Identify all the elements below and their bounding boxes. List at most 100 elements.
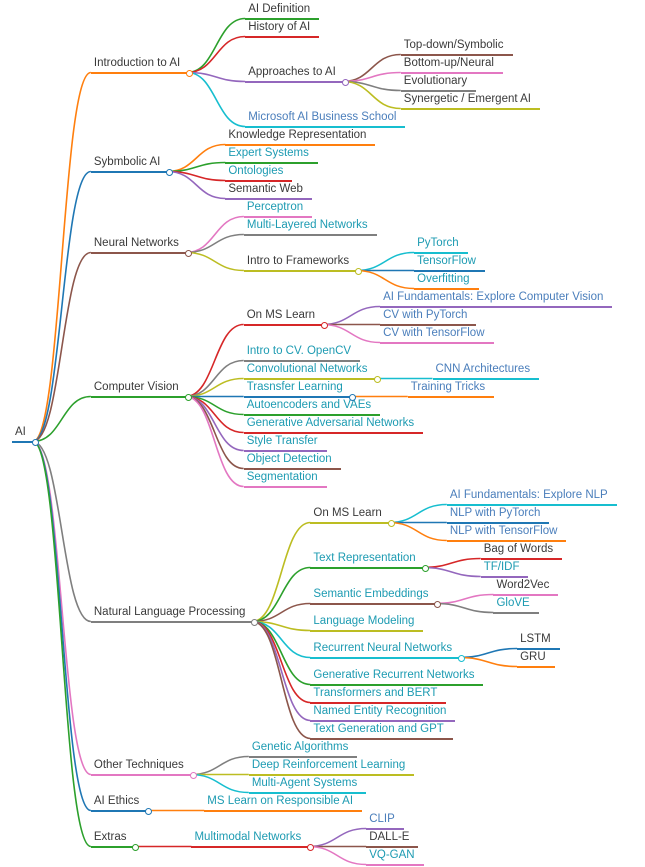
toggle-circle-icon[interactable] xyxy=(348,393,356,401)
node-perceptron[interactable]: Perceptron xyxy=(243,200,313,218)
node-link-text[interactable]: Multi-Agent Systems xyxy=(251,776,358,789)
node-training-tricks[interactable]: Training Tricks xyxy=(407,380,495,398)
node-link-text[interactable]: PyTorch xyxy=(417,236,459,249)
node-link-text[interactable]: MS Learn on Responsible AI xyxy=(207,794,354,807)
node-pytorch[interactable]: PyTorch xyxy=(414,236,468,254)
node-multi-layered-networks[interactable]: Multi-Layered Networks xyxy=(243,218,377,236)
node-link-text[interactable]: Convolutional Networks xyxy=(246,362,368,375)
node-link-text[interactable]: Perceptron xyxy=(246,200,304,213)
toggle-circle-icon[interactable] xyxy=(145,807,153,815)
node-link-text[interactable]: Genetic Algorithms xyxy=(251,740,349,753)
node-trasnsfer-learning[interactable]: Trasnsfer Learning xyxy=(243,380,356,401)
node-link-text[interactable]: CNN Architectures xyxy=(435,362,531,375)
node-cnn-architectures[interactable]: CNN Architectures xyxy=(432,362,540,380)
node-link-text[interactable]: VQ-GAN xyxy=(369,848,415,861)
node-link-text[interactable]: Multimodal Networks xyxy=(194,830,302,843)
node-link-text[interactable]: Expert Systems xyxy=(228,146,309,159)
toggle-circle-icon[interactable] xyxy=(373,375,381,383)
node-link-text[interactable]: Microsoft AI Business School xyxy=(248,110,397,123)
node-clip[interactable]: CLIP xyxy=(366,812,404,830)
node-link-text[interactable]: Style Transfer xyxy=(246,434,318,447)
node-semantic-embeddings[interactable]: Semantic Embeddings xyxy=(310,587,442,608)
toggle-circle-icon[interactable] xyxy=(307,843,315,851)
node-generative-adversarial-networks[interactable]: Generative Adversarial Networks xyxy=(243,416,424,434)
node-link-text[interactable]: Intro to CV. OpenCV xyxy=(246,344,352,357)
node-link-text[interactable]: TF/IDF xyxy=(483,560,520,573)
node-vq-gan[interactable]: VQ-GAN xyxy=(366,848,424,866)
node-ai-fundamentals-explore-computer-vision[interactable]: AI Fundamentals: Explore Computer Vision xyxy=(380,290,613,308)
toggle-circle-icon[interactable] xyxy=(132,843,140,851)
toggle-circle-icon[interactable] xyxy=(186,69,194,77)
node-text-generation-and-gpt[interactable]: Text Generation and GPT xyxy=(310,722,453,740)
node-cv-with-pytorch[interactable]: CV with PyTorch xyxy=(380,308,477,326)
node-link-text[interactable]: Ontologies xyxy=(228,164,284,177)
node-generative-recurrent-networks[interactable]: Generative Recurrent Networks xyxy=(310,668,484,686)
node-convolutional-networks[interactable]: Convolutional Networks xyxy=(243,362,381,383)
node-transformers-and-bert[interactable]: Transformers and BERT xyxy=(310,686,447,704)
toggle-circle-icon[interactable] xyxy=(184,393,192,401)
node-link-text[interactable]: GloVE xyxy=(496,596,530,609)
node-tensorflow[interactable]: TensorFlow xyxy=(414,254,485,272)
toggle-circle-icon[interactable] xyxy=(458,654,466,662)
node-tf-idf[interactable]: TF/IDF xyxy=(480,560,529,578)
node-glove[interactable]: GloVE xyxy=(493,596,539,614)
toggle-circle-icon[interactable] xyxy=(355,267,363,275)
node-nlp-with-tensorflow[interactable]: NLP with TensorFlow xyxy=(446,524,567,542)
node-ai-fundamentals-explore-nlp[interactable]: AI Fundamentals: Explore NLP xyxy=(446,488,617,506)
node-link-text[interactable]: Text Representation xyxy=(313,551,416,564)
node-multimodal-networks[interactable]: Multimodal Networks xyxy=(191,830,315,851)
node-link-text[interactable]: Trasnsfer Learning xyxy=(246,380,343,393)
node-segmentation[interactable]: Segmentation xyxy=(243,470,327,488)
toggle-circle-icon[interactable] xyxy=(189,771,197,779)
node-object-detection[interactable]: Object Detection xyxy=(243,452,341,470)
toggle-circle-icon[interactable] xyxy=(184,249,192,257)
node-link-text[interactable]: Text Generation and GPT xyxy=(313,722,444,735)
node-intro-to-cv-opencv[interactable]: Intro to CV. OpenCV xyxy=(243,344,361,362)
node-link-text[interactable]: Deep Reinforcement Learning xyxy=(251,758,406,771)
node-autoencoders-and-vaes[interactable]: Autoencoders and VAEs xyxy=(243,398,381,416)
toggle-circle-icon[interactable] xyxy=(387,519,395,527)
node-link-text[interactable]: AI Fundamentals: Explore NLP xyxy=(449,488,608,501)
node-expert-systems[interactable]: Expert Systems xyxy=(225,146,318,164)
node-link-text[interactable]: AI Fundamentals: Explore Computer Vision xyxy=(383,290,604,303)
node-link-text[interactable]: TensorFlow xyxy=(417,254,476,267)
node-link-text[interactable]: Object Detection xyxy=(246,452,332,465)
node-link-text[interactable]: NLP with PyTorch xyxy=(449,506,541,519)
node-link-text[interactable]: Language Modeling xyxy=(313,614,415,627)
node-named-entity-recognition[interactable]: Named Entity Recognition xyxy=(310,704,456,722)
node-link-text[interactable]: Generative Adversarial Networks xyxy=(246,416,415,429)
node-ontologies[interactable]: Ontologies xyxy=(225,164,293,182)
node-cv-with-tensorflow[interactable]: CV with TensorFlow xyxy=(380,326,494,344)
node-link-text[interactable]: NLP with TensorFlow xyxy=(449,524,558,537)
toggle-circle-icon[interactable] xyxy=(251,618,259,626)
node-text-representation[interactable]: Text Representation xyxy=(310,551,429,572)
node-link-text[interactable]: Transformers and BERT xyxy=(313,686,438,699)
toggle-circle-icon[interactable] xyxy=(434,600,442,608)
node-language-modeling[interactable]: Language Modeling xyxy=(310,614,424,632)
node-nlp-with-pytorch[interactable]: NLP with PyTorch xyxy=(446,506,550,524)
toggle-circle-icon[interactable] xyxy=(341,78,349,86)
node-link-text[interactable]: CV with PyTorch xyxy=(383,308,468,321)
node-link-text[interactable]: Multi-Layered Networks xyxy=(246,218,368,231)
node-link-text[interactable]: Training Tricks xyxy=(410,380,486,393)
node-overfitting[interactable]: Overfitting xyxy=(414,272,479,290)
node-link-text[interactable]: CLIP xyxy=(369,812,395,825)
node-recurrent-neural-networks[interactable]: Recurrent Neural Networks xyxy=(310,641,466,662)
node-link-text[interactable]: Generative Recurrent Networks xyxy=(313,668,475,681)
node-link-text[interactable]: CV with TensorFlow xyxy=(383,326,485,339)
node-style-transfer[interactable]: Style Transfer xyxy=(243,434,327,452)
toggle-circle-icon[interactable] xyxy=(321,321,329,329)
node-link-text[interactable]: Overfitting xyxy=(417,272,470,285)
toggle-circle-icon[interactable] xyxy=(166,168,174,176)
node-genetic-algorithms[interactable]: Genetic Algorithms xyxy=(248,740,358,758)
node-deep-reinforcement-learning[interactable]: Deep Reinforcement Learning xyxy=(248,758,415,776)
node-microsoft-ai-business-school[interactable]: Microsoft AI Business School xyxy=(245,110,406,128)
toggle-circle-icon[interactable] xyxy=(31,438,39,446)
node-multi-agent-systems[interactable]: Multi-Agent Systems xyxy=(248,776,367,794)
node-link-text[interactable]: Autoencoders and VAEs xyxy=(246,398,372,411)
node-link-text[interactable]: Segmentation xyxy=(246,470,318,483)
toggle-circle-icon[interactable] xyxy=(421,564,429,572)
node-ms-learn-on-responsible-ai[interactable]: MS Learn on Responsible AI xyxy=(204,794,363,812)
node-link-text[interactable]: Named Entity Recognition xyxy=(313,704,447,717)
node-link-text[interactable]: Recurrent Neural Networks xyxy=(313,641,453,654)
